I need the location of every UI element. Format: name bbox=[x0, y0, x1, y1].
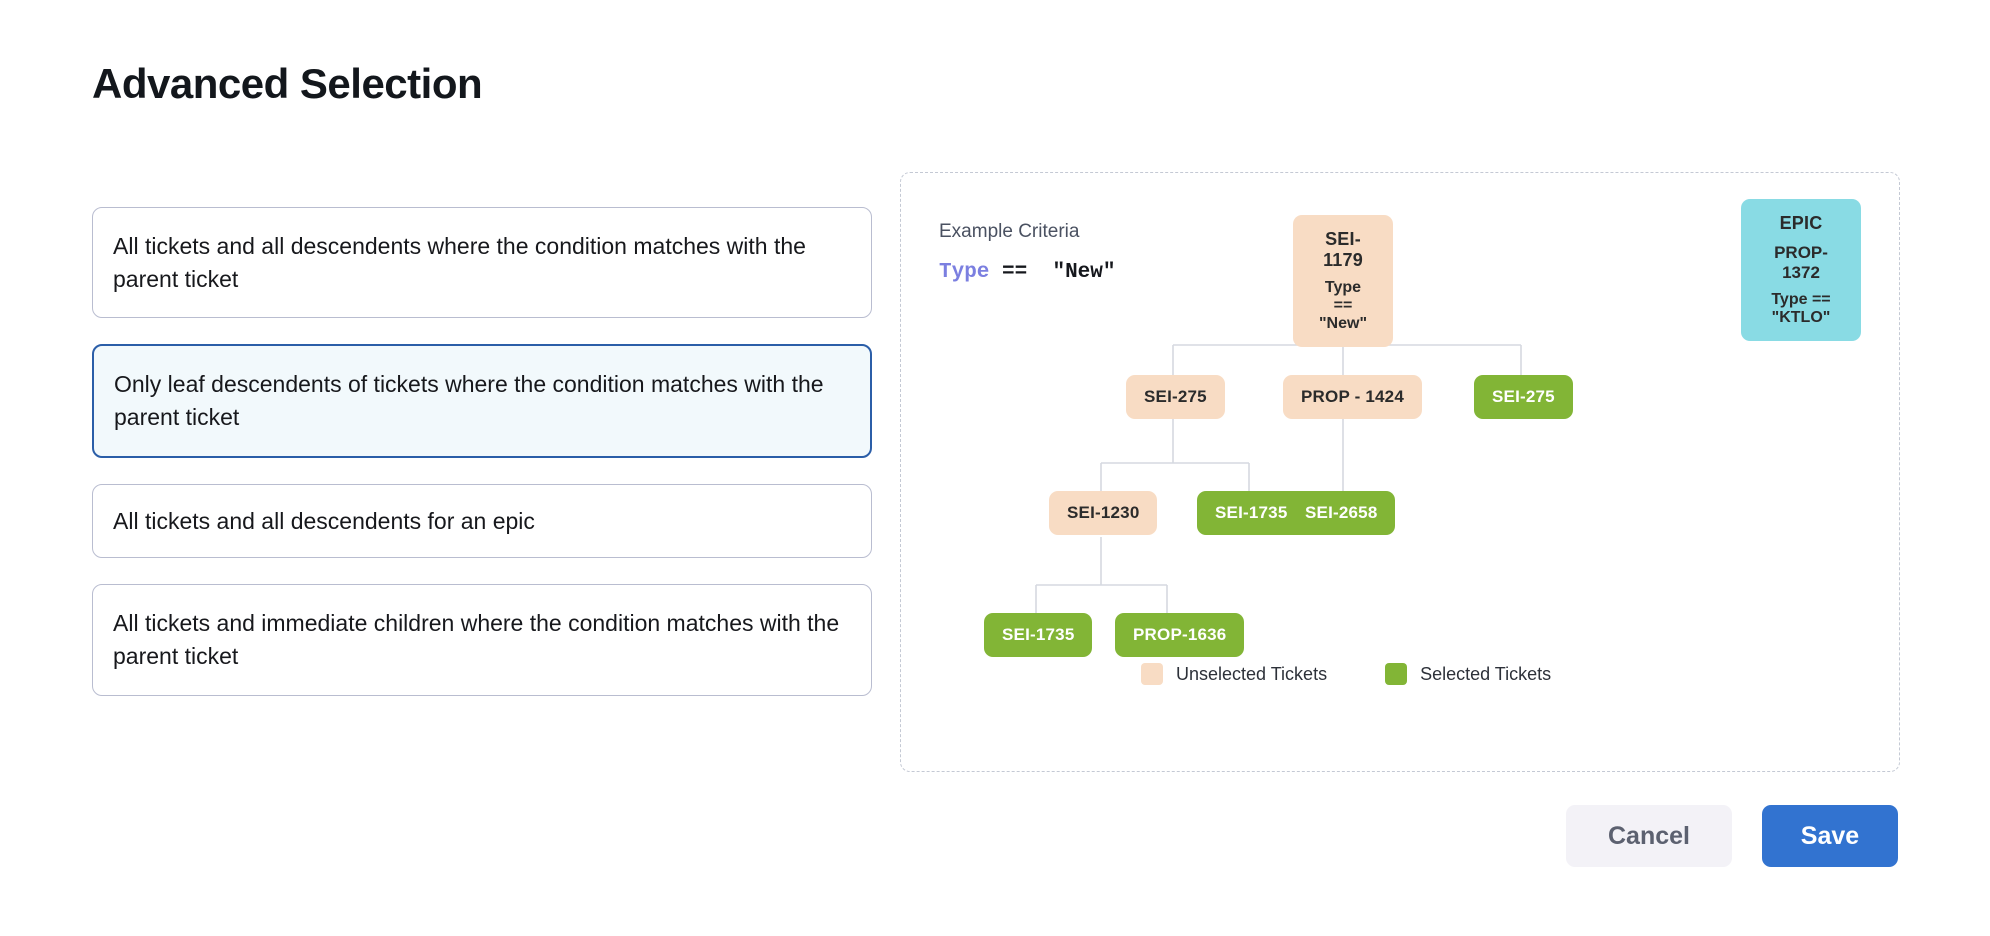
tree-node-id: SEI-1230 bbox=[1067, 503, 1140, 522]
example-diagram-panel: Example Criteria Type == "New" bbox=[900, 172, 1900, 772]
diagram-legend: Unselected Tickets Selected Tickets bbox=[1141, 663, 1551, 685]
tree-node-root[interactable]: SEI-1179 Type == "New" bbox=[1293, 215, 1393, 347]
selection-mode-option-list: All tickets and all descendents where th… bbox=[92, 207, 872, 722]
tree-node-epic-title: EPIC bbox=[1779, 213, 1823, 233]
option-immediate-children[interactable]: All tickets and immediate children where… bbox=[92, 584, 872, 696]
ticket-hierarchy-tree: SEI-1179 Type == "New" EPIC PROP-1372 Ty… bbox=[901, 173, 1901, 773]
tree-node-condition: Type == "New" bbox=[1318, 279, 1368, 332]
page-title: Advanced Selection bbox=[92, 60, 483, 107]
tree-node-id: PROP - 1424 bbox=[1301, 387, 1404, 406]
example-criteria-expression: Type == "New" bbox=[939, 261, 1115, 284]
legend-swatch-selected-icon bbox=[1385, 663, 1408, 685]
tree-node-id: SEI-1735 bbox=[1002, 625, 1075, 644]
tree-node-sei-275-unselected[interactable]: SEI-275 bbox=[1126, 375, 1225, 419]
criteria-field-keyword: Type bbox=[939, 261, 990, 284]
legend-item-selected: Selected Tickets bbox=[1385, 663, 1551, 685]
tree-node-id: SEI-2658 bbox=[1305, 503, 1378, 522]
save-button[interactable]: Save bbox=[1762, 805, 1898, 867]
tree-node-prop-1636[interactable]: PROP-1636 bbox=[1115, 613, 1245, 657]
tree-node-epic-condition: Type == "KTLO" bbox=[1771, 291, 1831, 326]
tree-node-epic-id: PROP-1372 bbox=[1774, 243, 1828, 282]
criteria-operator: == bbox=[1002, 261, 1028, 284]
option-leaf-descendents-only[interactable]: Only leaf descendents of tickets where t… bbox=[92, 344, 872, 458]
tree-node-id: SEI-275 bbox=[1492, 387, 1555, 406]
option-all-tickets-all-descendents[interactable]: All tickets and all descendents where th… bbox=[92, 207, 872, 319]
tree-node-epic[interactable]: EPIC PROP-1372 Type == "KTLO" bbox=[1741, 199, 1861, 341]
legend-swatch-unselected-icon bbox=[1141, 663, 1163, 685]
legend-label-selected: Selected Tickets bbox=[1420, 663, 1552, 684]
example-criteria-label: Example Criteria bbox=[939, 221, 1080, 242]
legend-item-unselected: Unselected Tickets bbox=[1141, 663, 1327, 685]
tree-connector-lines bbox=[1035, 273, 1522, 613]
tree-node-sei-1735-row4[interactable]: SEI-1735 bbox=[984, 613, 1093, 657]
tree-node-prop-1424[interactable]: PROP - 1424 bbox=[1283, 375, 1422, 419]
tree-node-sei-275-selected[interactable]: SEI-275 bbox=[1474, 375, 1573, 419]
criteria-value: "New" bbox=[1052, 261, 1116, 284]
tree-node-id: SEI-275 bbox=[1144, 387, 1207, 406]
tree-node-id: SEI-1179 bbox=[1323, 229, 1363, 270]
tree-node-id: SEI-1735 bbox=[1215, 503, 1288, 522]
cancel-button[interactable]: Cancel bbox=[1566, 805, 1732, 867]
legend-label-unselected: Unselected Tickets bbox=[1176, 663, 1328, 684]
dialog-footer: Cancel Save bbox=[1566, 805, 1898, 867]
option-all-descendents-for-epic[interactable]: All tickets and all descendents for an e… bbox=[92, 483, 872, 559]
tree-node-id: PROP-1636 bbox=[1133, 625, 1227, 644]
tree-node-sei-1230[interactable]: SEI-1230 bbox=[1049, 491, 1158, 535]
tree-node-sei-2658[interactable]: SEI-2658 bbox=[1287, 491, 1396, 535]
